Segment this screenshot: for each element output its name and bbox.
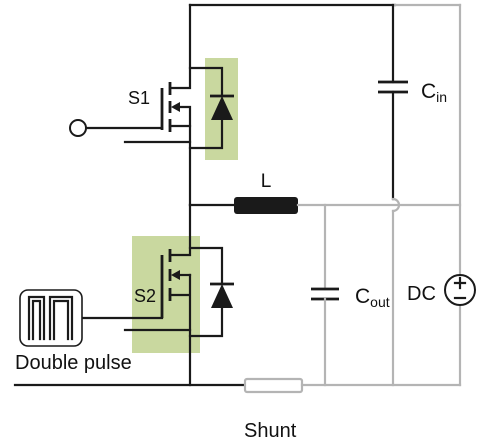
pulse-waveform-icon bbox=[27, 295, 74, 341]
cin-label-main: C bbox=[421, 80, 436, 103]
cin-plates bbox=[378, 80, 408, 94]
s1-source-wire bbox=[168, 124, 192, 207]
s1-diode-triangle bbox=[211, 96, 233, 120]
bottom-rail bbox=[13, 377, 462, 394]
s2-diode-top-wire bbox=[188, 246, 224, 286]
s1-gate-terminal bbox=[69, 119, 87, 137]
dc-label: DC bbox=[407, 283, 436, 305]
cout-label-subscript: out bbox=[370, 294, 390, 310]
s1-body-arrow bbox=[171, 102, 180, 112]
s1-label: S1 bbox=[128, 88, 150, 108]
inductor-body bbox=[234, 197, 298, 214]
s2-diode-triangle bbox=[211, 284, 233, 308]
output-capacitor bbox=[311, 203, 339, 387]
s2-diode bbox=[188, 246, 234, 338]
s1-mosfet bbox=[69, 3, 192, 207]
input-capacitor bbox=[378, 3, 408, 387]
s2-diode-bottom-wire bbox=[188, 306, 224, 338]
cout-label: Cout bbox=[355, 285, 390, 310]
cin-wire-crossover bbox=[391, 197, 401, 213]
cin-label: Cin bbox=[421, 80, 447, 105]
inductor-label: L bbox=[261, 171, 272, 192]
s1-diode bbox=[188, 66, 234, 150]
double-pulse-label: Double pulse bbox=[15, 352, 132, 374]
s1-diode-bottom-wire bbox=[188, 118, 224, 150]
dc-plus-sign bbox=[453, 276, 467, 290]
cout-label-main: C bbox=[355, 285, 370, 308]
dc-source-circle bbox=[444, 274, 476, 306]
s1-diode-top-wire bbox=[188, 66, 224, 98]
s2-body-arrow bbox=[171, 270, 180, 280]
s2-label: S2 bbox=[134, 286, 156, 306]
double-pulse-generator bbox=[19, 289, 83, 347]
shunt-label: Shunt bbox=[244, 420, 297, 442]
dc-source bbox=[444, 274, 476, 306]
s2-mosfet bbox=[80, 203, 192, 387]
cout-plates bbox=[311, 287, 339, 301]
s1-drain-wire bbox=[168, 3, 192, 90]
cin-label-subscript: in bbox=[436, 89, 447, 105]
s2-drain-wire bbox=[168, 203, 192, 257]
shunt-resistor bbox=[243, 377, 304, 394]
